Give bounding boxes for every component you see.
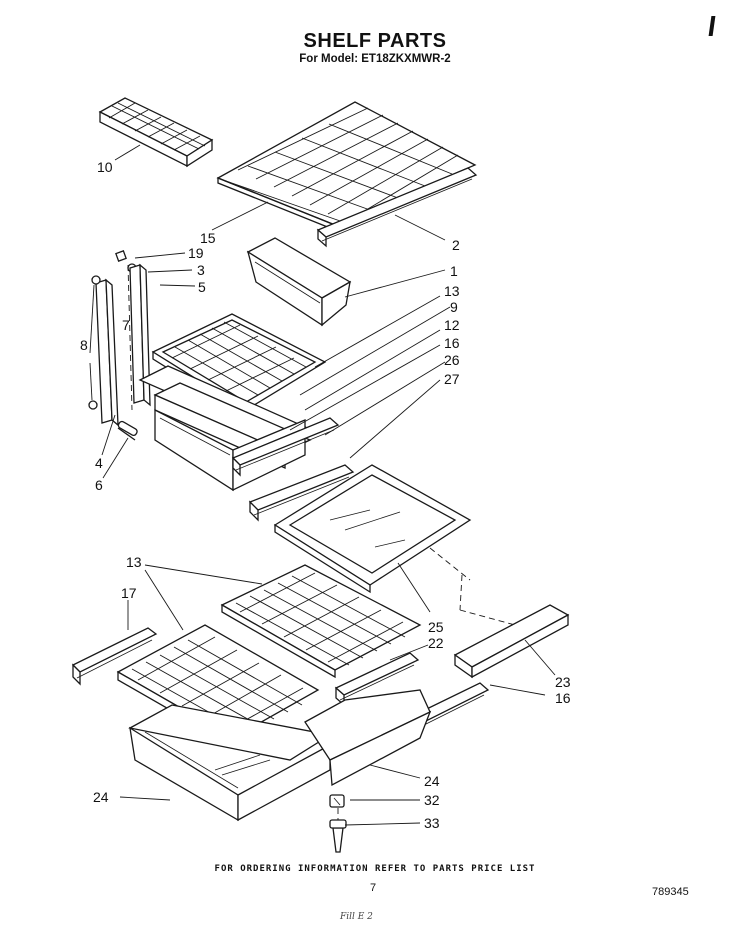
leader-1: [344, 269, 446, 298]
page-number: 7: [370, 882, 377, 894]
leader-19: [134, 252, 186, 259]
leader-9: [299, 306, 451, 396]
callout-4: 4: [95, 455, 103, 471]
handwritten-note: Fill E 2: [340, 912, 373, 922]
callout-23: 23: [555, 674, 571, 690]
leader-16b: [489, 684, 546, 696]
callout-5: 5: [198, 279, 206, 295]
callout-26: 26: [444, 352, 460, 368]
crisper-center-rail: [334, 652, 420, 707]
document-number: 789345: [652, 886, 689, 898]
utility-bin: [246, 237, 352, 327]
callout-16-upper: 16: [444, 335, 460, 351]
callout-22: 22: [428, 635, 444, 651]
leader-13b-right: [144, 564, 263, 585]
leader-8-top: [89, 284, 95, 354]
dash-25-b: [459, 574, 463, 611]
leader-15: [211, 201, 269, 231]
callout-32: 32: [424, 792, 440, 808]
callout-2: 2: [452, 237, 460, 253]
leader-4: [101, 414, 116, 456]
leader-13a: [314, 295, 441, 368]
callout-24-left: 24: [93, 789, 109, 805]
ice-cube-tray: [98, 97, 214, 168]
model-subtitle: For Model: ET18ZKXMWR-2: [299, 53, 451, 65]
freezer-shelf-rail: [316, 167, 478, 248]
callout-33: 33: [424, 815, 440, 831]
callout-17: 17: [121, 585, 137, 601]
leader-24b: [369, 764, 421, 779]
leader-26: [324, 361, 446, 436]
dash-25-c: [459, 609, 516, 626]
callout-13-lower: 13: [126, 554, 142, 570]
callout-numbers: 10 15 2 19 3 5 7 8 1 13 9 12 16 26 27 4 …: [80, 159, 571, 831]
upper-shelf-rail: [231, 417, 340, 477]
leader-23: [524, 639, 556, 676]
callout-15: 15: [200, 230, 216, 246]
humidity-control-parts: [329, 794, 347, 853]
callout-24-right: 24: [424, 773, 440, 789]
leader-27: [349, 379, 441, 459]
left-crisper-rail: [71, 627, 158, 686]
middle-shelf-rail: [248, 464, 355, 522]
callout-10: 10: [97, 159, 113, 175]
leader-2: [394, 214, 446, 241]
leader-12: [304, 329, 441, 411]
callout-25: 25: [428, 619, 444, 635]
crisper-beam: [453, 604, 570, 679]
callout-8: 8: [80, 337, 88, 353]
leader-3: [147, 269, 193, 273]
leader-25: [397, 562, 431, 613]
crisper-pans: [128, 689, 432, 822]
page-title: SHELF PARTS: [303, 30, 447, 52]
callout-9: 9: [450, 299, 458, 315]
callout-7: 7: [122, 317, 130, 333]
ordering-note: FOR ORDERING INFORMATION REFER TO PARTS …: [214, 864, 536, 874]
leader-16a: [289, 344, 441, 431]
callout-3: 3: [197, 262, 205, 278]
glass-shelf: [273, 464, 472, 594]
callout-27: 27: [444, 371, 460, 387]
freezer-wire-shelf: [216, 101, 477, 231]
leader-8-bottom: [89, 362, 93, 401]
leader-33: [344, 822, 421, 826]
callout-16-lower: 16: [555, 690, 571, 706]
crisper-shelf-right: [220, 564, 422, 679]
callout-12: 12: [444, 317, 460, 333]
leader-5: [159, 284, 196, 287]
callout-1: 1: [450, 263, 458, 279]
leader-24a: [119, 796, 171, 801]
leader-7: [127, 264, 133, 411]
leader-10: [114, 144, 141, 161]
dash-25-a: [429, 547, 471, 581]
callout-6: 6: [95, 477, 103, 493]
callout-13-upper: 13: [444, 283, 460, 299]
leader-13b-left: [144, 569, 184, 631]
callout-19: 19: [188, 245, 204, 261]
shelf-ladder-tracks: [88, 263, 151, 441]
leader-6: [102, 437, 129, 479]
leader-22: [389, 644, 429, 661]
